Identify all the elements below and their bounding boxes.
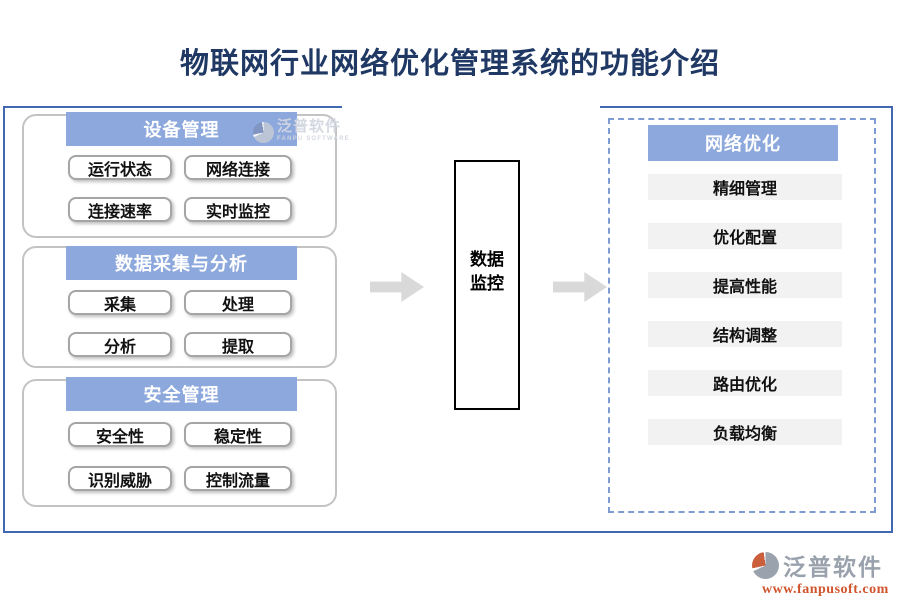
feature-button: 连接速率 xyxy=(68,197,172,222)
flow-arrow-right-icon xyxy=(370,272,424,302)
page-title: 物联网行业网络优化管理系统的功能介绍 xyxy=(179,48,720,80)
feature-button: 运行状态 xyxy=(68,155,172,180)
feature-button: 安全性 xyxy=(68,422,172,447)
optimization-item: 结构调整 xyxy=(648,321,842,347)
feature-button: 网络连接 xyxy=(184,155,292,180)
group-header-security-management: 安全管理 xyxy=(66,377,297,411)
frame-border-top-right xyxy=(600,106,891,108)
footer-brand: 泛普软件 www.fanpusoft.com xyxy=(752,548,889,598)
feature-button: 稳定性 xyxy=(184,422,292,447)
feature-button: 分析 xyxy=(68,332,172,357)
optimization-item: 提高性能 xyxy=(648,272,842,298)
frame-border-bottom xyxy=(3,531,893,533)
data-monitor-label: 数据监控 xyxy=(470,250,504,293)
feature-button: 控制流量 xyxy=(184,466,292,491)
feature-button: 采集 xyxy=(68,290,172,315)
optimization-item: 精细管理 xyxy=(648,174,842,200)
frame-border-top-left xyxy=(3,106,342,108)
watermark-brand: 泛普软件 xyxy=(277,118,342,135)
optimization-item: 路由优化 xyxy=(648,370,842,396)
flow-arrow-right-icon xyxy=(553,272,607,302)
watermark-subtitle: FANPU SOFTWARE xyxy=(277,136,350,142)
frame-border-left xyxy=(3,106,5,533)
feature-button: 识别威胁 xyxy=(68,466,172,491)
feature-button: 实时监控 xyxy=(184,197,292,222)
network-optimization-panel xyxy=(608,118,876,513)
footer-brand-url: www.fanpusoft.com xyxy=(762,582,889,597)
footer-brand-name: 泛普软件 xyxy=(783,554,883,580)
optimization-item: 负载均衡 xyxy=(648,419,842,445)
fanpu-logo-icon xyxy=(752,551,779,579)
optimization-item: 优化配置 xyxy=(648,223,842,249)
feature-button: 提取 xyxy=(184,332,292,357)
fanpu-logo-icon xyxy=(253,122,274,143)
watermark: 泛普软件 FANPU SOFTWARE xyxy=(253,119,350,143)
feature-button: 处理 xyxy=(184,290,292,315)
panel-header-network-optimization: 网络优化 xyxy=(648,125,838,161)
data-monitor-box: 数据监控 xyxy=(454,160,520,410)
frame-border-right xyxy=(891,106,893,533)
group-header-data-collection-analysis: 数据采集与分析 xyxy=(66,246,297,280)
